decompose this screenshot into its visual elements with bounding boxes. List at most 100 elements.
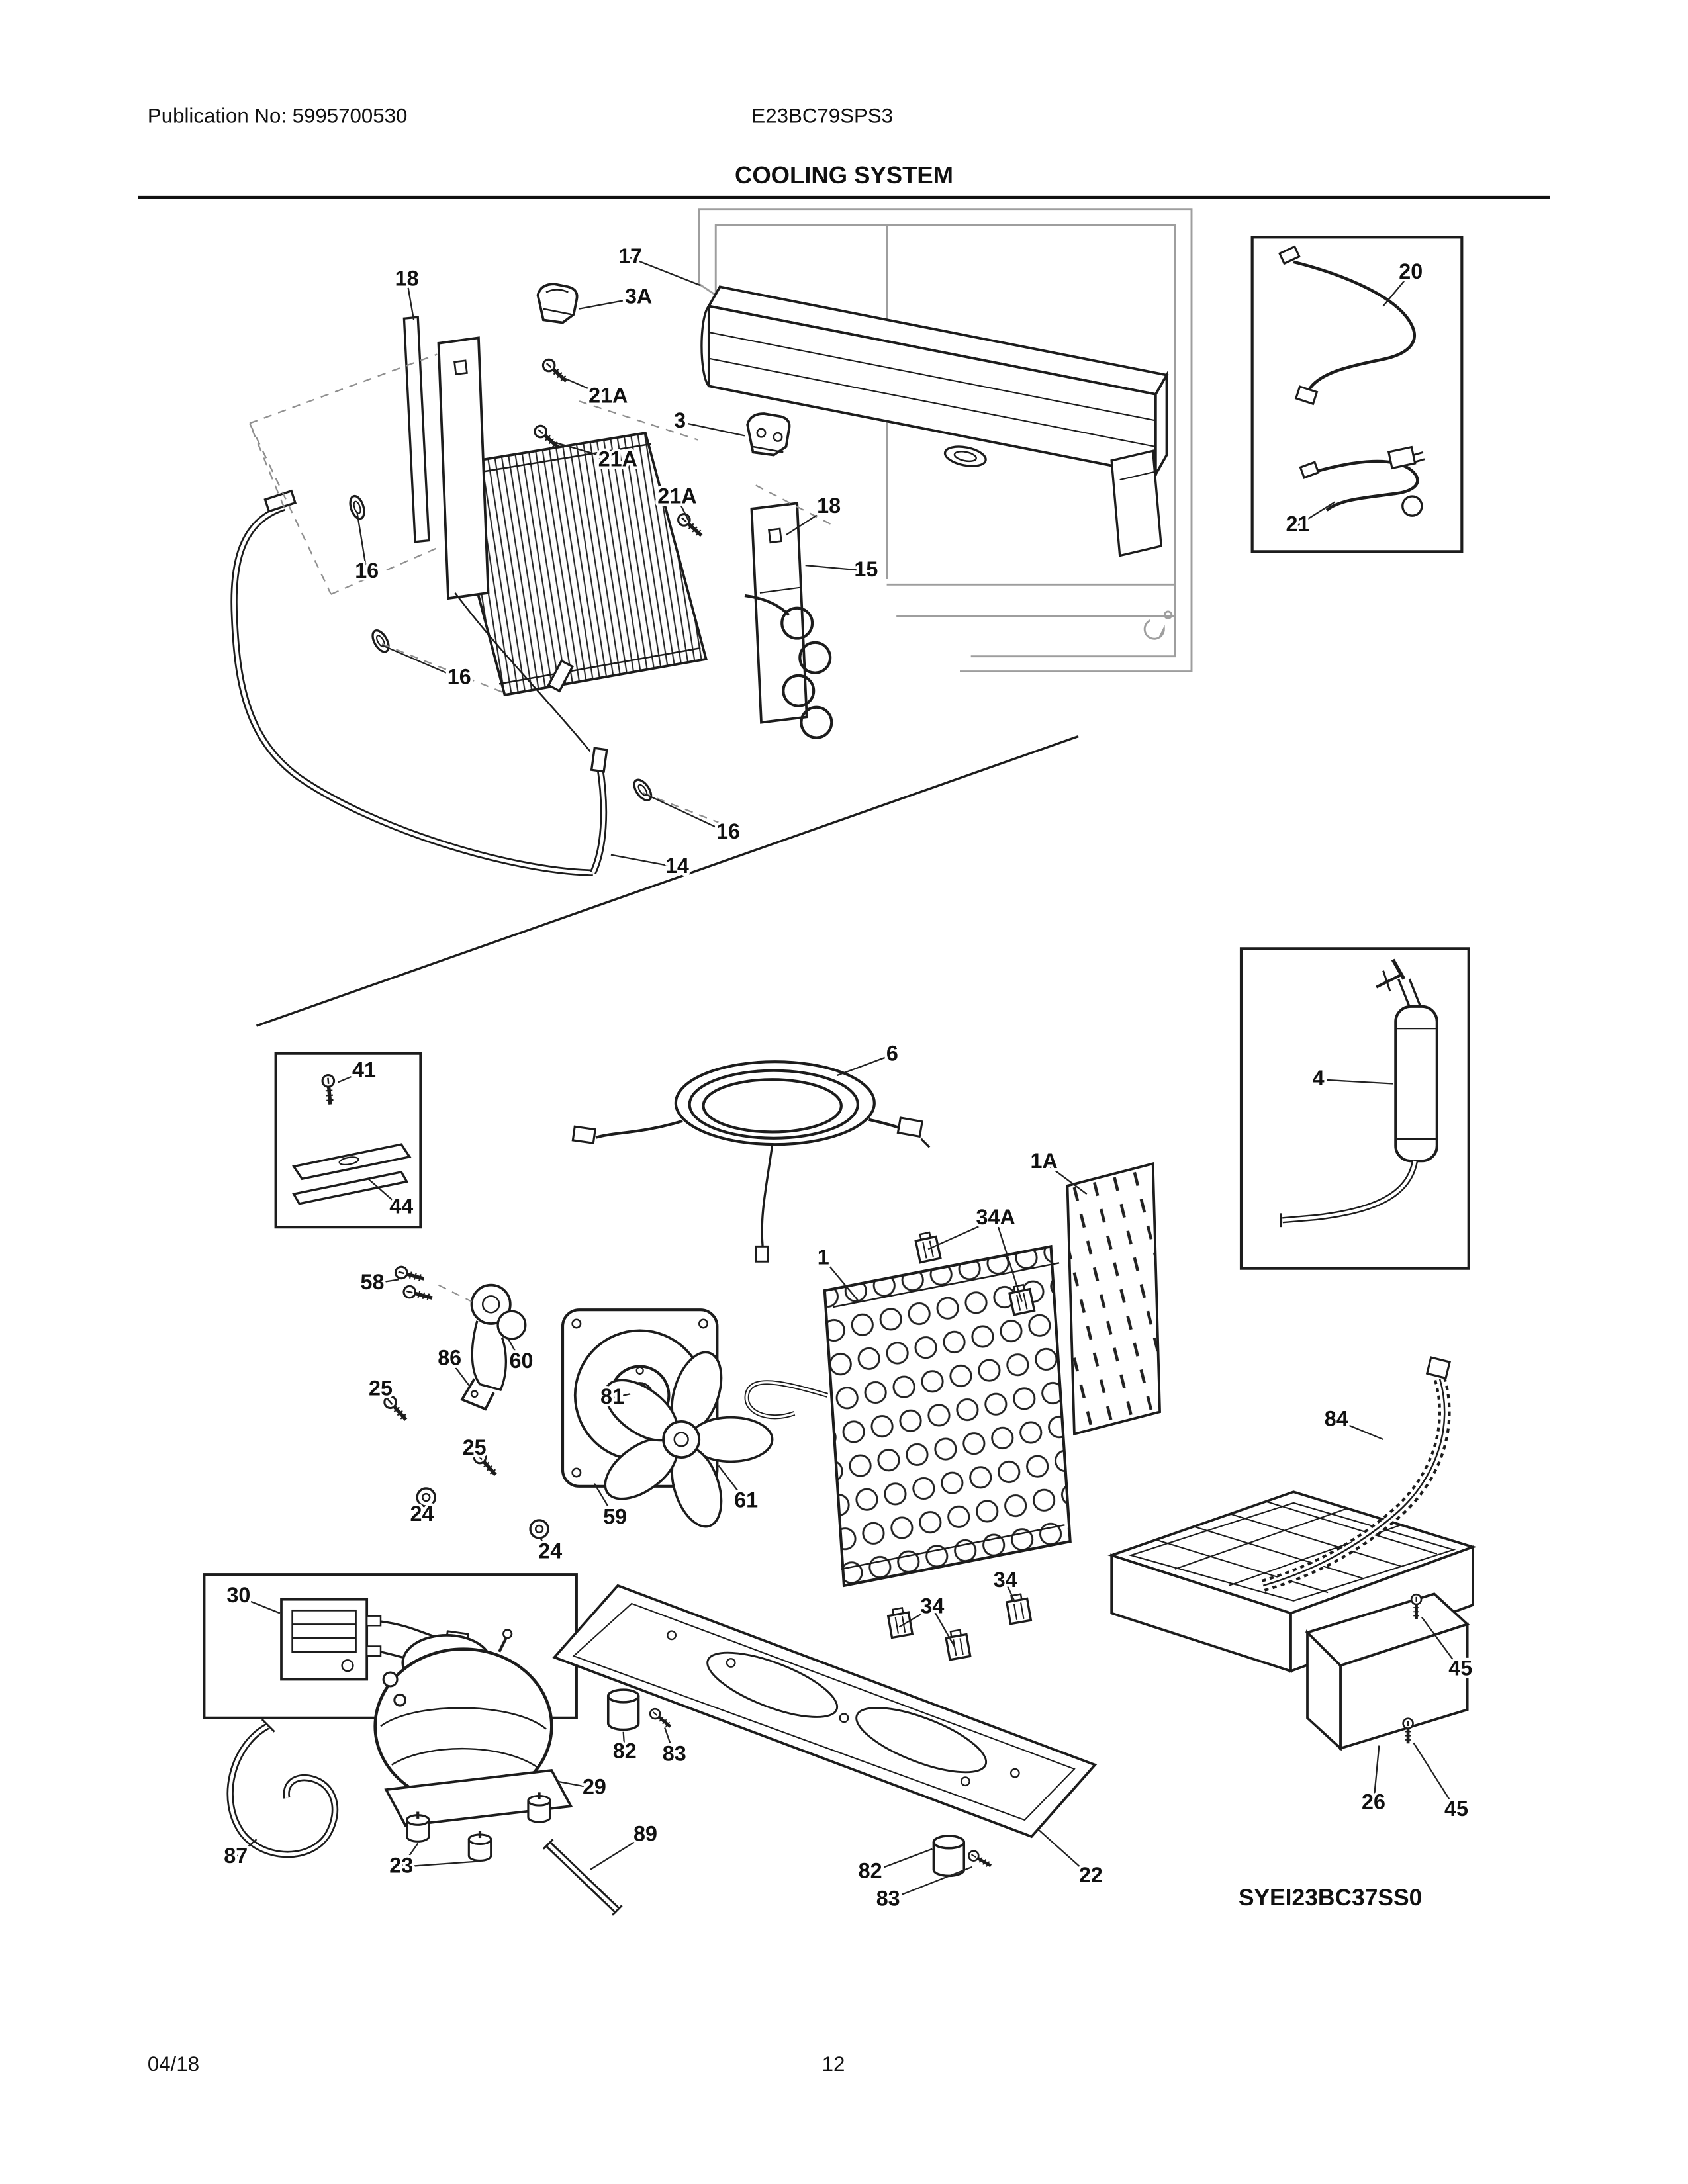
part-callout-44: 44 bbox=[389, 1195, 413, 1218]
page-header: Publication No: 5995700530 E23BC79SPS3 C… bbox=[138, 104, 1550, 199]
part-callout-21A: 21A bbox=[598, 447, 637, 471]
part-callout-41: 41 bbox=[352, 1058, 376, 1081]
callout-leader-21A bbox=[676, 497, 690, 523]
part-callout-45: 45 bbox=[1444, 1797, 1468, 1821]
callout-leader-45 bbox=[1421, 1617, 1462, 1670]
callout-leader-6 bbox=[837, 1054, 893, 1077]
part-callout-86: 86 bbox=[438, 1346, 461, 1370]
clamp-3-drawing bbox=[746, 412, 791, 457]
callout-leader-30 bbox=[238, 1596, 281, 1614]
callout-leader-23 bbox=[400, 1843, 419, 1868]
part-callout-89: 89 bbox=[633, 1821, 657, 1845]
air-duct-17-drawing bbox=[700, 285, 1169, 557]
callout-leader-86 bbox=[449, 1359, 471, 1388]
callout-leader-14 bbox=[610, 854, 678, 868]
callout-leader-89 bbox=[590, 1834, 646, 1870]
footer-page-number: 12 bbox=[822, 2052, 845, 2075]
part-callout-21A: 21A bbox=[657, 484, 696, 508]
part-callout-16: 16 bbox=[447, 665, 471, 689]
part-callout-81: 81 bbox=[600, 1385, 624, 1408]
callout-leader-21A bbox=[557, 374, 609, 398]
part-callout-1: 1 bbox=[818, 1246, 829, 1269]
part-callout-14: 14 bbox=[665, 854, 689, 878]
inset-box-blade bbox=[274, 1052, 422, 1229]
callout-leader-83 bbox=[888, 1866, 973, 1901]
screws-58-drawing bbox=[395, 1265, 472, 1304]
clamp-3a-drawing bbox=[536, 283, 579, 324]
callout-leader-24 bbox=[421, 1506, 427, 1516]
side-plate-left bbox=[437, 336, 490, 600]
callout-leader-26 bbox=[1372, 1745, 1380, 1804]
section-divider-line bbox=[256, 735, 1079, 1027]
publication-number: Publication No: 5995700530 bbox=[148, 104, 407, 127]
callout-leader-17 bbox=[630, 257, 701, 287]
part-callout-20: 20 bbox=[1399, 259, 1423, 283]
part-callout-1A: 1A bbox=[1030, 1149, 1057, 1173]
callout-leader-20 bbox=[1382, 272, 1412, 307]
part-callout-26: 26 bbox=[1362, 1790, 1385, 1814]
callout-leader-29 bbox=[557, 1780, 595, 1790]
inset-box-drier bbox=[1239, 947, 1470, 1270]
inset-box-drier-border bbox=[1239, 947, 1470, 1270]
blade-44-drawing bbox=[291, 1143, 412, 1205]
callout-leader-25 bbox=[380, 1389, 391, 1403]
part-callout-16: 16 bbox=[716, 819, 740, 843]
side-plate-15 bbox=[750, 502, 808, 724]
callout-leader-82 bbox=[870, 1848, 933, 1874]
part-callout-15: 15 bbox=[854, 557, 878, 581]
callout-leader-24 bbox=[539, 1538, 551, 1553]
part-callout-58: 58 bbox=[361, 1270, 385, 1294]
part-callout-16: 16 bbox=[355, 559, 379, 582]
part-callout-45: 45 bbox=[1448, 1656, 1472, 1680]
callout-leader-34A bbox=[995, 1218, 1023, 1302]
model-number: E23BC79SPS3 bbox=[751, 104, 893, 127]
callout-leader-16 bbox=[356, 512, 368, 572]
page-title: COOLING SYSTEM bbox=[735, 161, 953, 189]
evaporator-1-drawing bbox=[744, 1244, 1072, 1588]
footer-date: 04/18 bbox=[148, 2052, 199, 2075]
inset-box-wiring-border bbox=[1250, 236, 1464, 553]
callout-leader-61 bbox=[718, 1465, 747, 1502]
callout-leader-34A bbox=[927, 1218, 996, 1250]
tube-89-drawing bbox=[542, 1839, 623, 1916]
part-callout-21A: 21A bbox=[588, 384, 628, 408]
part-callout-6: 6 bbox=[886, 1041, 898, 1065]
tube-87-drawing bbox=[226, 1718, 339, 1858]
suction-tube-14-drawing bbox=[230, 489, 608, 876]
part-callout-25: 25 bbox=[369, 1377, 393, 1400]
part-callout-60: 60 bbox=[510, 1349, 534, 1373]
callout-leader-45 bbox=[1413, 1742, 1457, 1811]
callout-leader-81 bbox=[612, 1393, 631, 1399]
part-callout-17: 17 bbox=[618, 244, 642, 268]
callout-leader-25 bbox=[473, 1448, 481, 1458]
callout-leader-82 bbox=[622, 1731, 626, 1752]
callout-leader-16 bbox=[645, 793, 729, 834]
callout-leader-60 bbox=[506, 1337, 522, 1363]
callout-leader-21 bbox=[1297, 501, 1336, 526]
part-callout-83: 83 bbox=[876, 1886, 900, 1910]
callout-leader-41 bbox=[337, 1070, 365, 1083]
bracket-86-drawing bbox=[460, 1378, 495, 1411]
part-callout-34A: 34A bbox=[976, 1205, 1015, 1229]
callout-leader-15 bbox=[805, 565, 867, 572]
fan-motor-60-drawing bbox=[470, 1283, 527, 1391]
part-callout-29: 29 bbox=[583, 1775, 606, 1799]
callout-leader-1A bbox=[1043, 1161, 1088, 1195]
callout-leader-87 bbox=[235, 1839, 258, 1858]
callout-leader-18 bbox=[406, 279, 415, 320]
callout-leader-44 bbox=[367, 1178, 402, 1208]
callout-leader-22 bbox=[1037, 1829, 1092, 1878]
rear-panel-1a-drawing bbox=[1066, 1161, 1161, 1436]
part-callout-84: 84 bbox=[1325, 1406, 1348, 1430]
filter-drier-4-drawing bbox=[1280, 958, 1438, 1228]
callout-leader-23 bbox=[401, 1860, 479, 1868]
callout-leader-21A bbox=[549, 440, 618, 461]
part-callout-34: 34 bbox=[920, 1594, 944, 1618]
part-callout-82: 82 bbox=[613, 1739, 637, 1762]
wire-harness-20-drawing bbox=[1278, 245, 1416, 406]
inset-box-blade-border bbox=[274, 1052, 422, 1229]
callout-leader-58 bbox=[372, 1279, 399, 1285]
part-callout-87: 87 bbox=[224, 1844, 248, 1868]
